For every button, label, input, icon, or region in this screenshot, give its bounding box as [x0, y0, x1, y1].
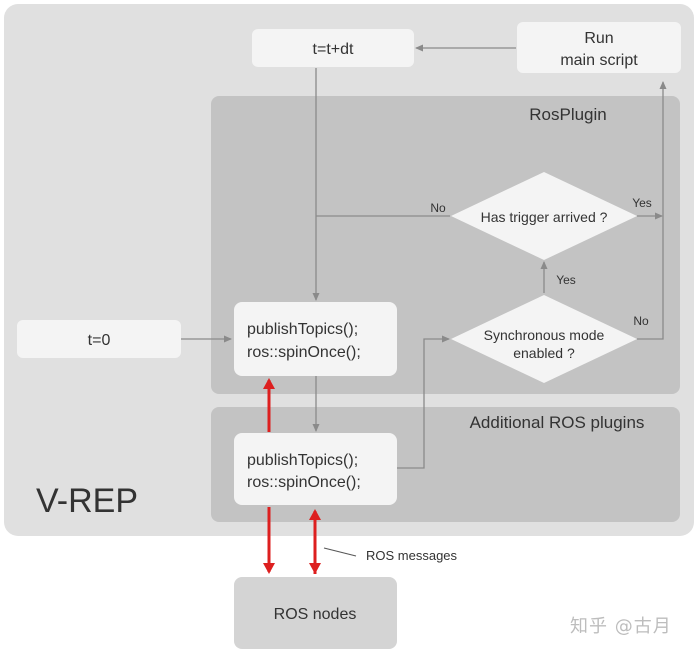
rosplugin-process-line2: ros::spinOnce(); [247, 344, 361, 361]
ros-messages-leader [323, 547, 357, 557]
ros-nodes-label: ROS nodes [274, 606, 357, 623]
run-main-script-line2: main script [560, 52, 638, 69]
sync-yes-label: Yes [556, 273, 576, 287]
connector-additional-to-sync [397, 335, 450, 469]
additional-process-line2: ros::spinOnce(); [247, 474, 361, 491]
vrep-label: V-REP [36, 482, 138, 520]
additional-process-box [234, 433, 397, 505]
trigger-decision-text: Has trigger arrived ? [481, 209, 608, 225]
connector-sync-no [637, 81, 667, 340]
ros-nodes-box [234, 577, 397, 649]
time-step-box [252, 29, 414, 67]
rosplugin-label: RosPlugin [529, 105, 607, 124]
trigger-yes-label: Yes [632, 196, 652, 210]
run-main-script-box [517, 22, 681, 73]
trigger-no-label: No [430, 201, 446, 215]
rosplugin-process-line1: publishTopics(); [247, 321, 358, 338]
additional-ros-plugins-label: Additional ROS plugins [470, 413, 645, 432]
watermark: 知乎 @古月 [570, 616, 672, 637]
ros-messages-label: ROS messages [366, 548, 458, 563]
sync-decision-diamond [451, 295, 637, 383]
trigger-decision-diamond [451, 172, 637, 260]
run-main-script-line1: Run [584, 30, 613, 47]
sync-no-label: No [633, 314, 649, 328]
init-label: t=0 [88, 332, 111, 349]
rosplugin-process-box [234, 302, 397, 376]
sync-decision-line1: Synchronous mode [484, 327, 605, 343]
sync-decision-line2: enabled ? [513, 345, 575, 361]
time-step-label: t=t+dt [313, 41, 354, 58]
init-box [17, 320, 181, 358]
additional-process-line1: publishTopics(); [247, 452, 358, 469]
